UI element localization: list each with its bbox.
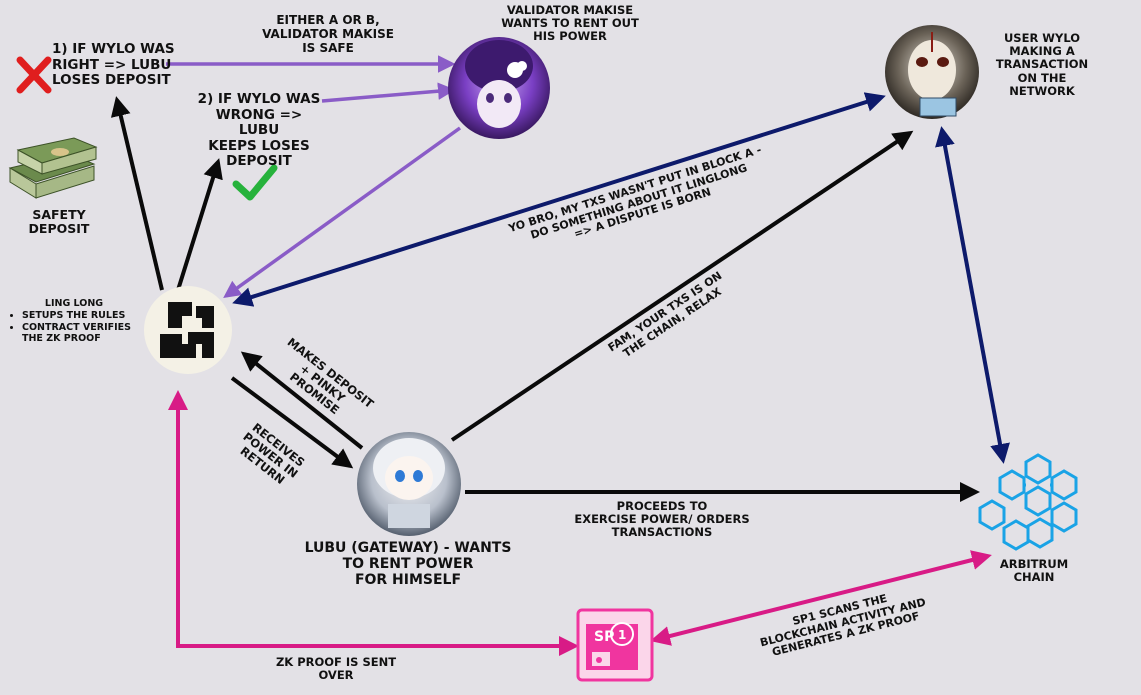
arrow-wylo-wrong-to-validator [321,82,456,103]
linglong-title: Ling Long [44,298,104,309]
arrow-dispute-user-linglong [232,92,886,307]
lubu-avatar [357,432,461,536]
condition-1-label: 1) If Wylo was right => Lubu loses depos… [52,41,175,89]
money-stack-icon [8,137,98,199]
arbitrum-chain-label: Arbitrum chain [999,557,1069,585]
validator-makise-label: Validator Makise wants to rent out his p… [501,3,639,44]
arrow-lubu-to-user [450,130,914,442]
condition-2-label: 2) If Wylo was wrong => Lubu keeps loses… [197,91,321,170]
arrow-user-arbitrum [935,126,1010,464]
linglong-bullet-rules: Setups the rules [22,310,142,321]
linglong-bullet-zk: Contract verifies the ZK Proof [22,322,142,345]
arrow-zk-proof-to-linglong [168,390,579,656]
arrow-sp1-arbitrum [650,550,992,646]
red-x-icon [16,56,52,94]
sp1-icon-number: 1 [618,628,626,642]
validator-makise-avatar [448,37,550,139]
user-wylo-avatar [885,25,979,119]
zk-proof-sent-label: ZK proof is sent over [275,655,397,683]
arrow-linglong-to-cond1 [110,96,164,291]
user-wylo-label: User Wylo making a transaction on the ne… [995,31,1089,98]
sp1-icon-text: SP [594,629,614,645]
proceeds-label: Proceeds to exercise power/ orders trans… [574,499,750,540]
linglong-logo-icon [144,286,232,374]
safety-deposit-label: Safety Deposit [28,207,90,237]
either-validator-safe-label: Either A or B, validator Makise is safe [262,13,394,55]
green-check-icon [232,164,278,201]
linglong-bullets: Setups the rules Contract verifies the Z… [6,310,142,344]
arrow-linglong-to-cond2 [176,158,223,291]
sp1-logo-icon: SP 1 [576,608,654,682]
linglong-info: Ling Long Setups the rules Contract veri… [6,298,142,345]
lubu-gateway-label: Lubu (Gateway) - wants to rent power for… [304,540,512,589]
arbitrum-cubes-icon [978,453,1078,551]
